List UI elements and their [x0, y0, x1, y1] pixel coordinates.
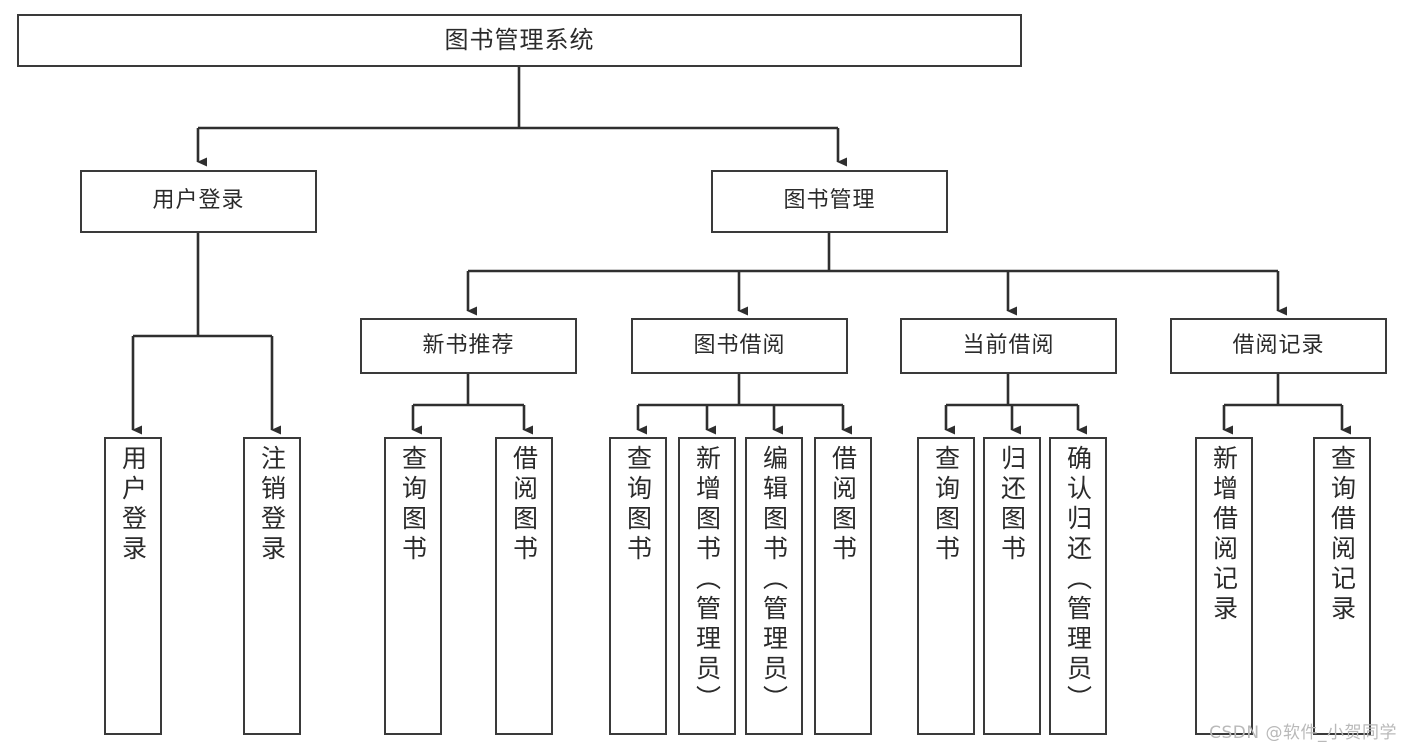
node-label: 查询图书: [398, 445, 428, 565]
leaf-new-book-borrow-book[interactable]: 借阅图书: [495, 437, 553, 735]
leaf-current-borrow-confirm-return-admin[interactable]: 确认归还（管理员）: [1049, 437, 1107, 735]
leaf-user-login-login[interactable]: 用户登录: [104, 437, 162, 735]
node-label: 用户登录: [152, 188, 245, 214]
leaf-new-book-query-book[interactable]: 查询图书: [384, 437, 442, 735]
leaf-borrow-record-query-record[interactable]: 查询借阅记录: [1313, 437, 1371, 735]
node-label: 借阅记录: [1232, 332, 1325, 358]
leaf-current-borrow-query-book[interactable]: 查询图书: [917, 437, 975, 735]
node-label: 新增图书（管理员）: [692, 445, 722, 715]
leaf-book-borrow-borrow-book[interactable]: 借阅图书: [814, 437, 872, 735]
node-label: 编辑图书（管理员）: [759, 445, 789, 715]
node-root-book-management-system[interactable]: 图书管理系统: [17, 14, 1022, 67]
leaf-book-borrow-query-book[interactable]: 查询图书: [609, 437, 667, 735]
node-current-borrow[interactable]: 当前借阅: [900, 318, 1117, 374]
node-label: 确认归还（管理员）: [1063, 445, 1093, 715]
node-book-borrow[interactable]: 图书借阅: [631, 318, 848, 374]
node-label: 注销登录: [257, 445, 287, 565]
node-user-login[interactable]: 用户登录: [80, 170, 317, 233]
node-label: 查询图书: [623, 445, 653, 565]
leaf-user-login-logout[interactable]: 注销登录: [243, 437, 301, 735]
node-label: 归还图书: [997, 445, 1027, 565]
leaf-book-borrow-add-book-admin[interactable]: 新增图书（管理员）: [678, 437, 736, 735]
node-label: 图书管理系统: [444, 26, 595, 55]
node-label: 借阅图书: [509, 445, 539, 565]
leaf-current-borrow-return-book[interactable]: 归还图书: [983, 437, 1041, 735]
watermark: CSDN @软件_小贺同学: [1209, 723, 1397, 743]
node-label: 新增借阅记录: [1209, 445, 1239, 625]
node-label: 查询图书: [931, 445, 961, 565]
node-label: 图书管理: [783, 188, 876, 214]
node-book-management[interactable]: 图书管理: [711, 170, 948, 233]
node-label: 新书推荐: [422, 332, 515, 358]
leaf-borrow-record-add-record[interactable]: 新增借阅记录: [1195, 437, 1253, 735]
leaf-book-borrow-edit-book-admin[interactable]: 编辑图书（管理员）: [745, 437, 803, 735]
node-label: 借阅图书: [828, 445, 858, 565]
node-label: 图书借阅: [693, 332, 786, 358]
node-borrow-record[interactable]: 借阅记录: [1170, 318, 1387, 374]
node-label: 当前借阅: [962, 332, 1055, 358]
node-new-book-recommend[interactable]: 新书推荐: [360, 318, 577, 374]
node-label: 用户登录: [118, 445, 148, 565]
node-label: 查询借阅记录: [1327, 445, 1357, 625]
